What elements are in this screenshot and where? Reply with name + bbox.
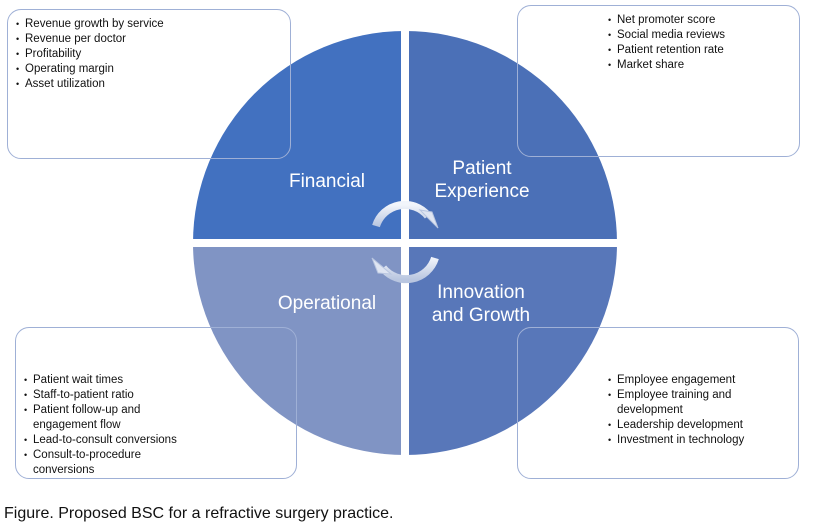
measure-item: Asset utilization: [16, 77, 216, 92]
measure-item: Consult-to-procedure conversions: [24, 448, 184, 478]
financial-measures-box: Revenue growth by serviceRevenue per doc…: [7, 9, 291, 159]
bsc-circle-diagram: Financial Patient Experience Operational…: [193, 31, 617, 455]
patient-experience-measures-box: Net promoter scoreSocial media reviewsPa…: [517, 5, 800, 157]
measure-item: Profitability: [16, 47, 216, 62]
measure-item: Employee engagement: [608, 373, 768, 388]
measure-item: Patient retention rate: [608, 43, 768, 58]
innovation-growth-measures-box: Employee engagementEmployee training and…: [517, 327, 799, 479]
label-operational: Operational: [278, 293, 376, 314]
measure-item: Patient wait times: [24, 373, 184, 388]
figure-caption: Figure. Proposed BSC for a refractive su…: [4, 505, 394, 522]
operational-measures-box: Patient wait timesStaff-to-patient ratio…: [15, 327, 297, 479]
measure-item: Investment in technology: [608, 433, 768, 448]
label-patient-line2: Experience: [434, 181, 529, 202]
measure-item: Leadership development: [608, 418, 768, 433]
label-patient-line1: Patient: [452, 158, 512, 179]
cycle-arrow-top-icon: [372, 200, 439, 229]
measure-item: Staff-to-patient ratio: [24, 388, 184, 403]
measure-item: Lead-to-consult conversions: [24, 433, 184, 448]
label-innovation-line2: and Growth: [432, 305, 530, 326]
measure-item: Employee training and development: [608, 388, 768, 418]
measure-item: Patient follow-up and engagement flow: [24, 403, 184, 433]
measure-item: Revenue growth by service: [16, 17, 216, 32]
measure-item: Operating margin: [16, 62, 216, 77]
measure-item: Revenue per doctor: [16, 32, 216, 47]
measure-item: Market share: [608, 58, 768, 73]
measure-item: Net promoter score: [608, 13, 768, 28]
measure-item: Social media reviews: [608, 28, 768, 43]
label-financial: Financial: [289, 171, 365, 192]
label-innovation-line1: Innovation: [437, 282, 525, 303]
cycle-arrow-bottom-icon: [371, 256, 439, 284]
